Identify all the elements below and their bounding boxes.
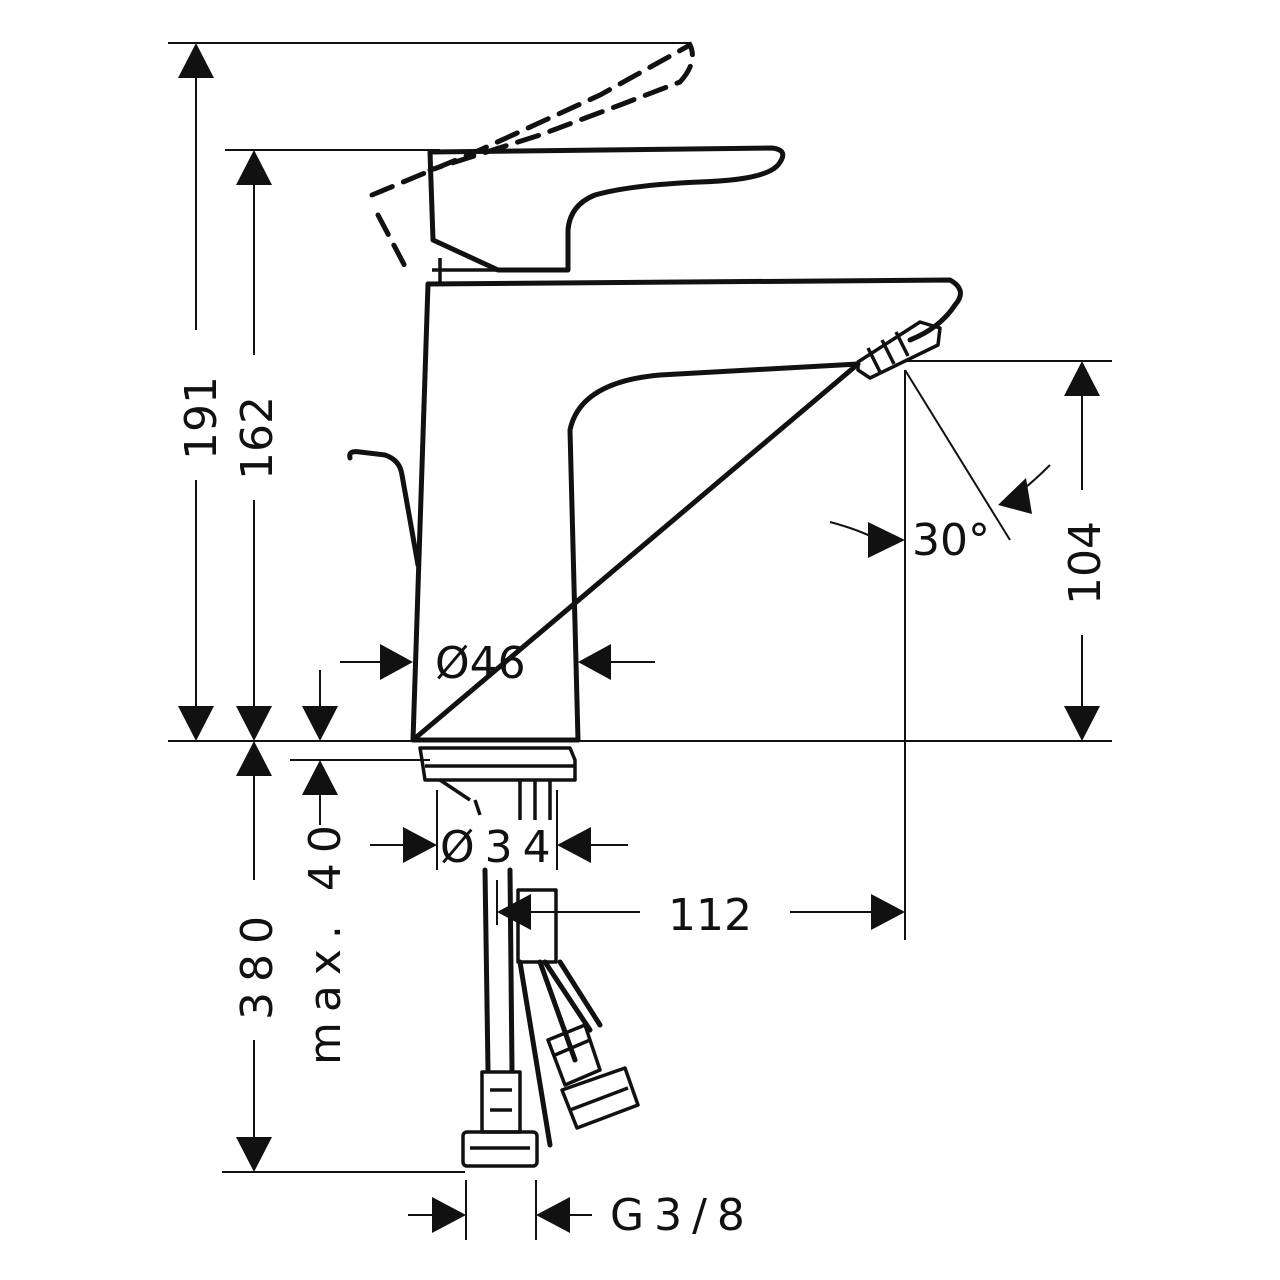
connection-g38-label: G3/8	[610, 1190, 755, 1241]
faucet-body	[347, 145, 963, 1168]
dimension-112: 112	[497, 890, 905, 941]
projection-112-label: 112	[668, 890, 752, 941]
dimension-g38: G3/8	[408, 1190, 755, 1241]
dimension-380: 380	[232, 741, 283, 1172]
extension-lines	[168, 42, 1112, 1240]
dimension-191: 191	[176, 43, 227, 741]
diameter-46-label: Ø46	[435, 638, 526, 689]
dimension-162-label: 162	[232, 396, 283, 480]
dimension-104-label: 104	[1060, 521, 1111, 605]
diameter-34-label: Ø34	[440, 822, 561, 873]
dimension-162: 162	[232, 150, 283, 741]
max-40-label: max. 40	[300, 815, 351, 1065]
dimension-max-40: max. 40	[300, 670, 351, 1065]
dimension-104: 104	[1060, 361, 1111, 741]
dimension-191-label: 191	[176, 376, 227, 460]
dimension-angle: 30°	[829, 369, 1051, 566]
dimension-diameter-34: Ø34	[370, 822, 628, 873]
angle-label: 30°	[912, 515, 990, 566]
dimension-diameter-46: Ø46	[340, 638, 655, 689]
dimension-380-label: 380	[232, 906, 283, 1020]
lever-alternate-position	[369, 41, 695, 275]
